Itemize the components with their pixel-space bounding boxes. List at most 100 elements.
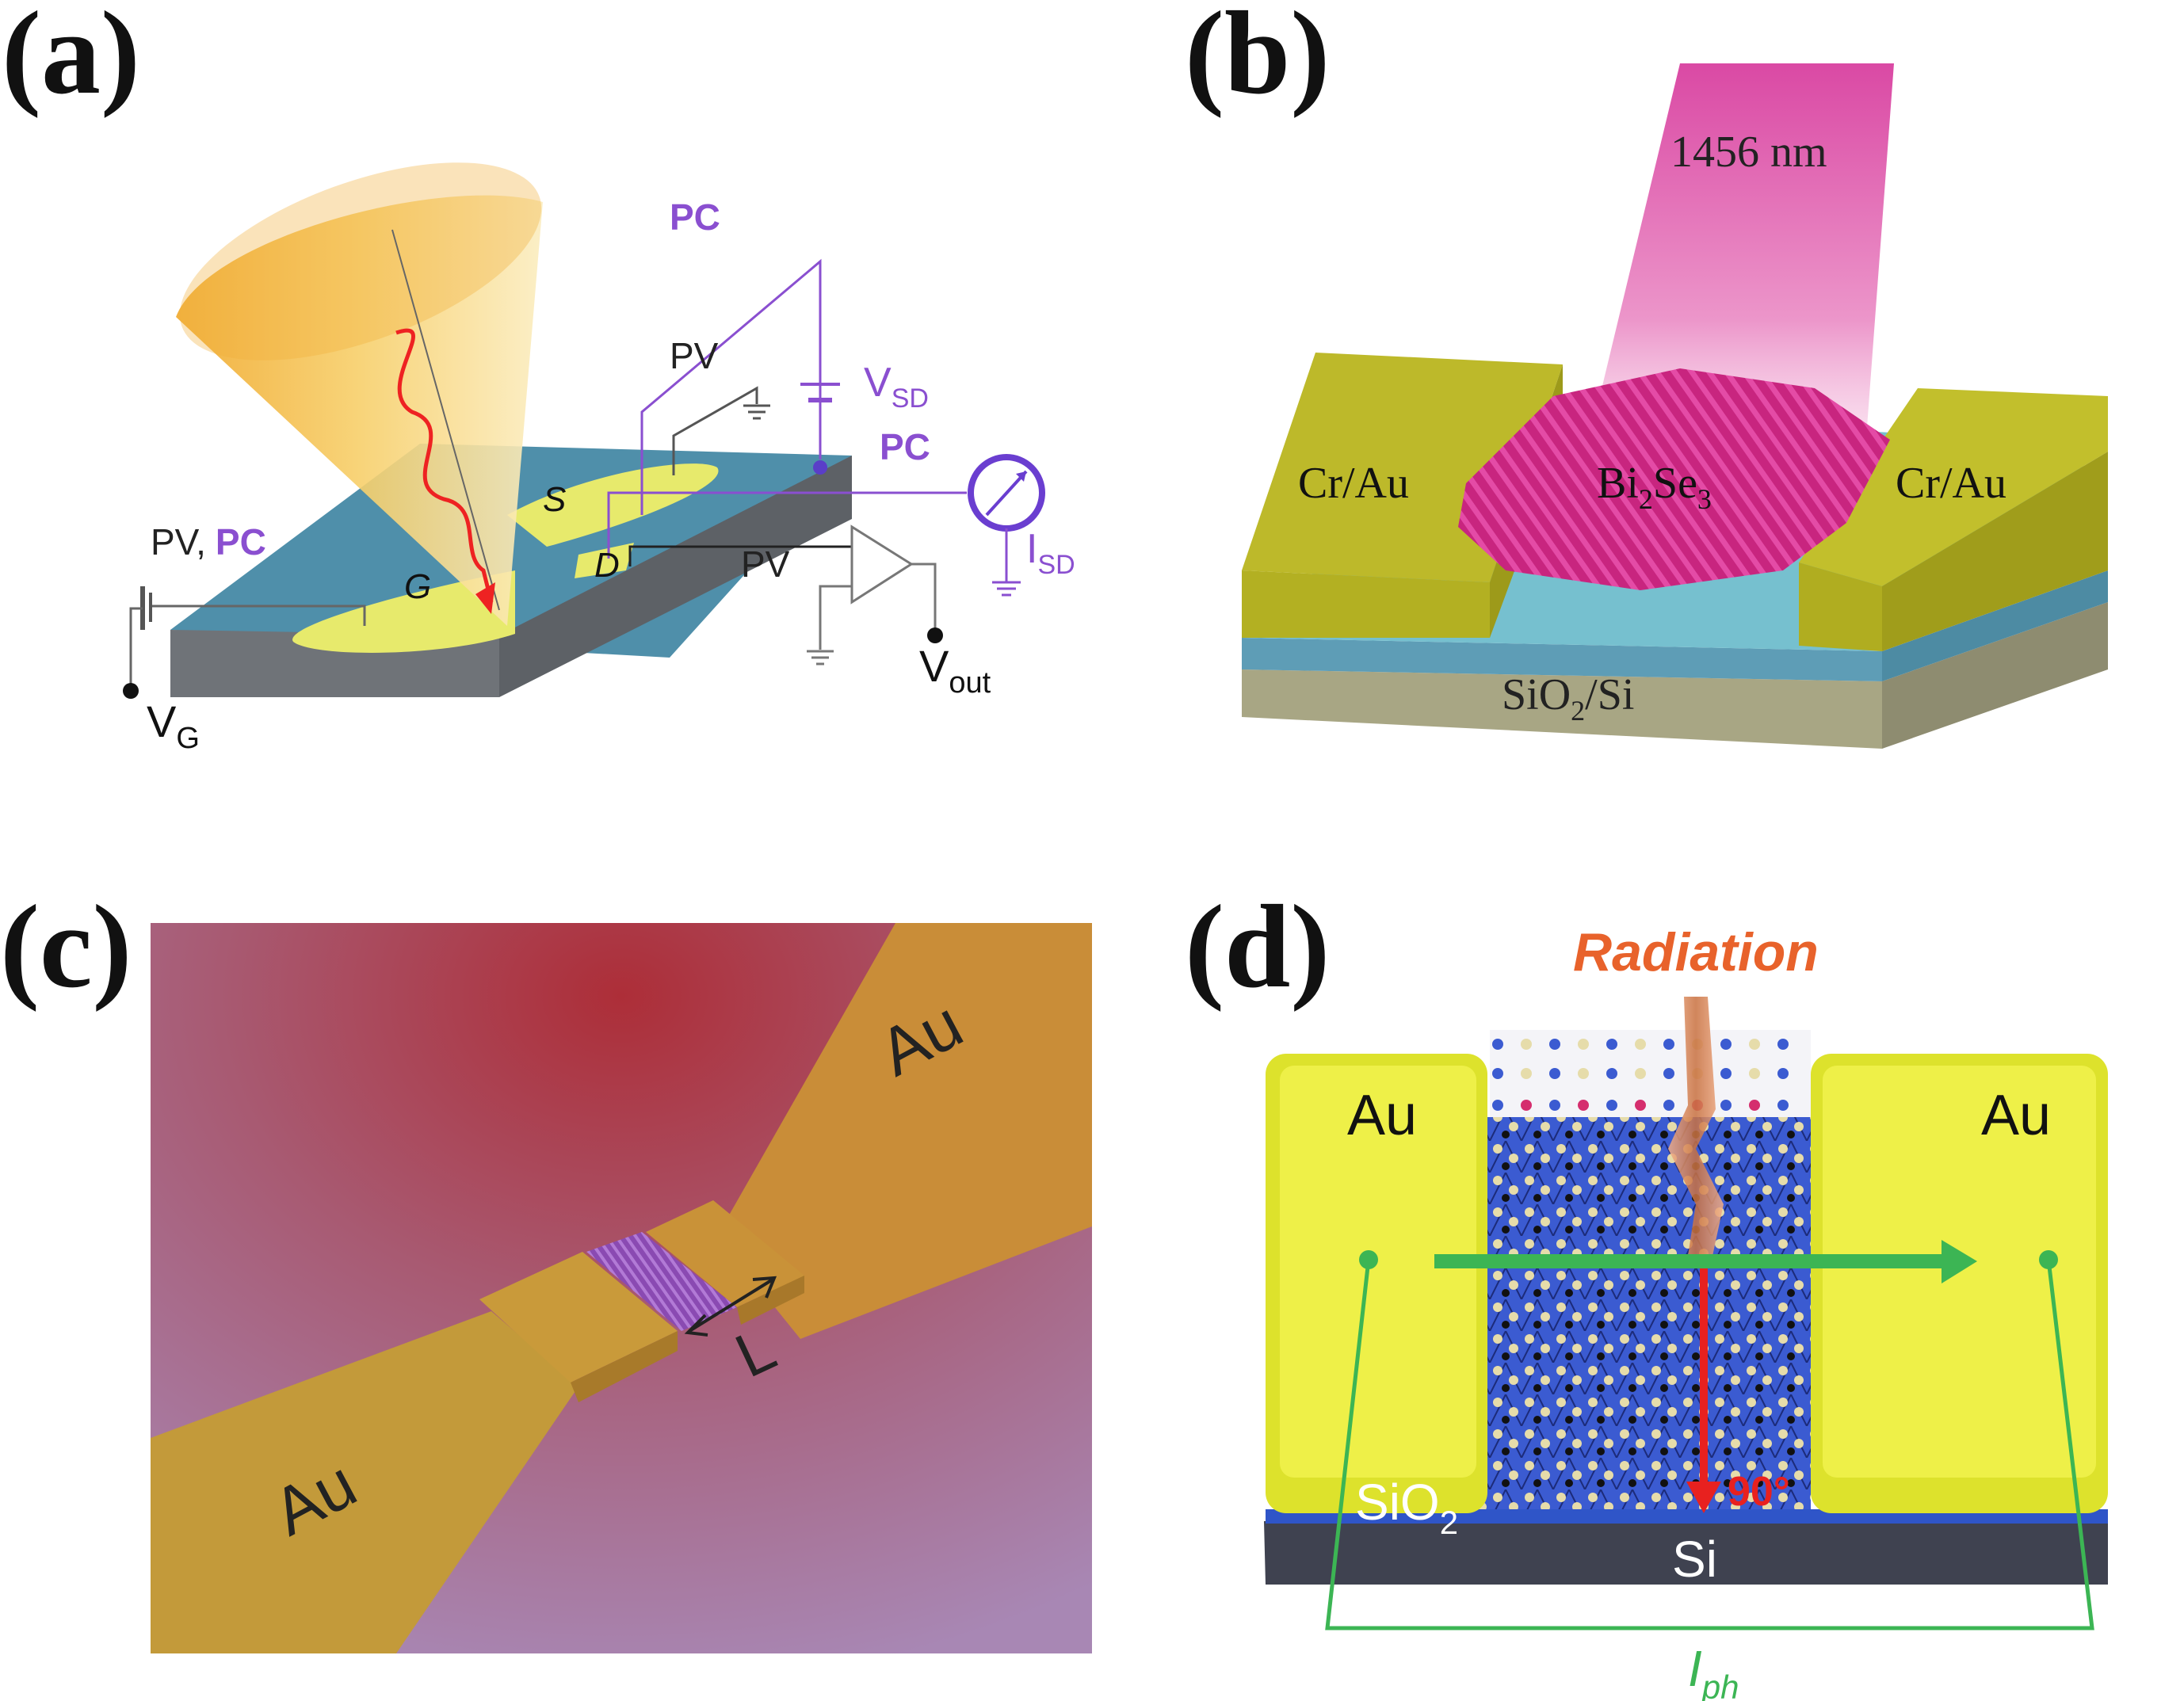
right-pad-top bbox=[646, 1200, 804, 1307]
au-electrode-right bbox=[717, 923, 1092, 1339]
lattice-atom bbox=[1578, 1100, 1589, 1111]
label-vsd: VSD bbox=[864, 360, 929, 414]
label-vg: VG bbox=[147, 696, 200, 755]
panel-a-diagram bbox=[123, 162, 1045, 699]
right-pad-side bbox=[737, 1276, 804, 1325]
lattice-atom bbox=[1663, 1100, 1674, 1111]
right-electrode-side bbox=[1882, 452, 2108, 651]
label-si-d: Si bbox=[1672, 1531, 1717, 1588]
vout-terminal bbox=[927, 627, 943, 643]
lattice-atom bbox=[1749, 1100, 1760, 1111]
light-cone bbox=[176, 195, 543, 626]
lattice-atom bbox=[1663, 1039, 1674, 1050]
label-pv-top: PV bbox=[670, 335, 719, 376]
lattice-atom bbox=[1777, 1039, 1789, 1050]
panel-label-d: (d) bbox=[1185, 881, 1331, 1013]
lattice-atom bbox=[1635, 1039, 1646, 1050]
drain-electrode bbox=[575, 543, 634, 578]
radiation-beam bbox=[1668, 997, 1724, 1260]
lattice-atom bbox=[1606, 1068, 1617, 1079]
lattice-atom bbox=[1549, 1039, 1560, 1050]
si-side bbox=[1882, 602, 2108, 749]
nanowire-channel bbox=[586, 1232, 737, 1331]
label-radiation: Radiation bbox=[1573, 922, 1819, 982]
label-substrate-b: SiO2/Si bbox=[1502, 670, 1634, 727]
right-electrode-top bbox=[1799, 388, 2108, 586]
sio2-side bbox=[1882, 570, 2108, 681]
panel-label-b: (b) bbox=[1185, 0, 1331, 119]
lattice-atom bbox=[1492, 1100, 1503, 1111]
label-source: S bbox=[543, 480, 566, 519]
label-isd: ISD bbox=[1026, 526, 1075, 580]
pc-circuit-top bbox=[640, 258, 822, 515]
left-pad-top bbox=[479, 1252, 678, 1383]
lattice-atom bbox=[1635, 1100, 1646, 1111]
lattice-atom bbox=[1749, 1068, 1760, 1079]
lattice-atom bbox=[1578, 1039, 1589, 1050]
photon-wave bbox=[395, 328, 494, 603]
lattice-body bbox=[1474, 1117, 1811, 1509]
ground-icon-isd bbox=[992, 581, 1021, 597]
label-sio2-d: SiO2 bbox=[1355, 1474, 1458, 1541]
label-cr-au-left: Cr/Au bbox=[1298, 459, 1409, 508]
lattice-top bbox=[1490, 1030, 1811, 1117]
label-bi2se3: Bi2Se3 bbox=[1597, 459, 1712, 515]
label-angle: 90° bbox=[1728, 1469, 1790, 1515]
lattice-atom bbox=[1521, 1100, 1532, 1111]
lattice-atom bbox=[1521, 1039, 1532, 1050]
lattice-atom bbox=[1635, 1068, 1646, 1079]
panel-label-a: (a) bbox=[2, 0, 140, 119]
lattice-atom bbox=[1606, 1100, 1617, 1111]
label-gate: G bbox=[404, 567, 431, 606]
lattice-atom bbox=[1578, 1068, 1589, 1079]
source-electrode bbox=[507, 463, 719, 547]
label-au-right-d: Au bbox=[1981, 1084, 2051, 1147]
si-front bbox=[1242, 669, 1882, 749]
right-electrode-front bbox=[1799, 563, 1882, 651]
substrate-side bbox=[499, 456, 852, 697]
gate-circuit bbox=[151, 605, 366, 626]
lattice-atom bbox=[1606, 1039, 1617, 1050]
lattice-atom bbox=[1749, 1039, 1760, 1050]
label-pc-right: PC bbox=[880, 426, 930, 467]
pv-circuit-top bbox=[672, 386, 758, 475]
panel-d-diagram bbox=[1264, 997, 2108, 1630]
ground-icon-pv-top bbox=[743, 404, 770, 420]
optical-axis bbox=[391, 229, 500, 611]
au-electrode-left bbox=[151, 1311, 578, 1653]
left-electrode-front bbox=[1242, 570, 1490, 638]
lattice-atom bbox=[1492, 1039, 1503, 1050]
photocurrent-circuit bbox=[1325, 1259, 2094, 1630]
lattice-atom bbox=[1521, 1068, 1532, 1079]
lattice-atom bbox=[1492, 1068, 1503, 1079]
lattice-top-atoms bbox=[1492, 1039, 1789, 1111]
si-base bbox=[1264, 1521, 2108, 1585]
lattice-atom bbox=[1720, 1039, 1732, 1050]
amplifier-icon bbox=[850, 524, 914, 605]
lattice-atom bbox=[1777, 1068, 1789, 1079]
label-pv-pc-left: PV,PC bbox=[151, 521, 266, 563]
panel-b-diagram bbox=[1242, 63, 2108, 749]
label-au-left-d: Au bbox=[1347, 1084, 1417, 1147]
ground-icon-amp bbox=[807, 650, 834, 666]
pv-circuit-drain bbox=[628, 545, 852, 566]
label-pv-right: PV bbox=[741, 543, 790, 585]
left-pad-side bbox=[571, 1331, 678, 1402]
label-iph: Iph bbox=[1688, 1640, 1739, 1701]
label-cr-au-right: Cr/Au bbox=[1896, 459, 2006, 508]
lattice-atom bbox=[1549, 1100, 1560, 1111]
label-pc-top: PC bbox=[670, 196, 720, 238]
label-wavelength: 1456 nm bbox=[1670, 128, 1827, 177]
bi2se3-flake bbox=[1458, 368, 1890, 590]
lattice-atom bbox=[1777, 1100, 1789, 1111]
label-vout: Vout bbox=[919, 641, 991, 700]
lattice-atom bbox=[1549, 1068, 1560, 1079]
length-arrow-icon bbox=[684, 1276, 777, 1337]
vsd-terminal bbox=[813, 460, 827, 475]
lattice-atom bbox=[1720, 1100, 1732, 1111]
pc-circuit-right bbox=[607, 491, 967, 559]
photon-arrowhead bbox=[475, 582, 495, 614]
lattice-atom bbox=[1720, 1068, 1732, 1079]
lattice-atom bbox=[1663, 1068, 1674, 1079]
